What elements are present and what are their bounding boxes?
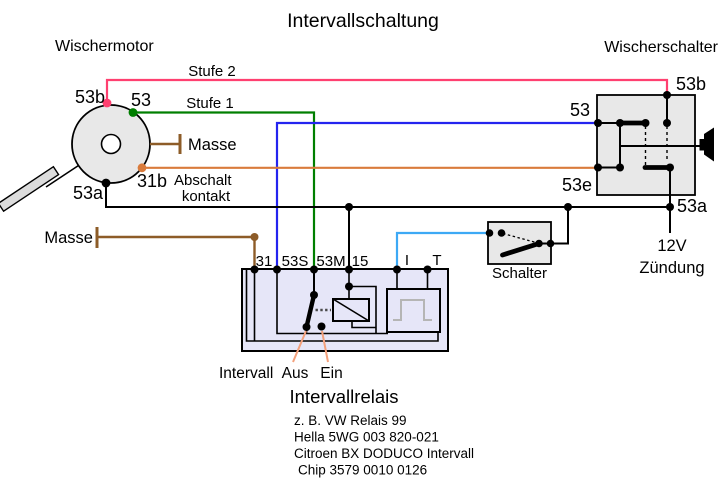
relay-note-1: z. B. VW Relais 99: [294, 413, 407, 428]
relay-lever-pivot-dot: [310, 291, 318, 299]
relay-terminal-53s-dot: [273, 265, 281, 274]
junction-dot: [666, 203, 674, 211]
relay-terminal-i-dot: [393, 265, 401, 274]
manual-switch-in-dot: [485, 229, 494, 237]
abschalt-label-line2: kontakt: [182, 188, 231, 205]
motor-terminal-53-label: 53: [131, 90, 151, 110]
abschalt-label-line1: Abschalt: [174, 172, 232, 189]
wiring: [95, 78, 674, 270]
junction-dot: [345, 203, 353, 211]
manual-switch-label: Schalter: [492, 265, 547, 282]
relay-terminal-i-label: I: [405, 252, 409, 269]
motor-terminal-53b-label: 53b: [75, 87, 105, 107]
wiper-motor: [0, 104, 182, 213]
relay-contact-ein-dot: [317, 322, 326, 331]
wire-53s-blue: [275, 121, 597, 270]
interval-relay-box: [241, 265, 449, 363]
motor-terminal-31b-label: 31b: [137, 171, 167, 191]
supply-label-line1: 12V: [657, 237, 686, 255]
motor-terminal-31b-dot: [137, 163, 147, 173]
relay-lever: [304, 292, 317, 330]
motor-hub: [100, 133, 122, 155]
wire-stufe2-pink: [105, 78, 669, 103]
wiper-switch-box: [594, 91, 714, 196]
motor-terminal-53b-dot: [102, 98, 112, 108]
relay-terminal-53s-label: 53S: [282, 253, 309, 270]
manual-switch-box: [485, 221, 555, 265]
page-title: Intervallschaltung: [287, 10, 439, 32]
switch-contact-dot: [663, 119, 671, 127]
manual-switch-out-dot: [546, 239, 555, 248]
wiper-blade: [0, 165, 60, 213]
wire-stufe1-green: [133, 111, 316, 270]
relay-terminal-15-dot: [345, 265, 353, 274]
relay-terminal-31-label: 31: [256, 253, 273, 270]
pointer-aus: [292, 330, 307, 363]
mode-aus-label: Aus: [282, 365, 309, 382]
relay-pulse-module: [386, 288, 441, 333]
relay-terminal-15-label: 15: [352, 253, 369, 270]
motor-terminal-53a-dot: [101, 178, 111, 188]
stufe1-label: Stufe 1: [186, 95, 234, 112]
motor-heading: Wischermotor: [55, 38, 154, 55]
switch-terminal-53e-label: 53e: [562, 175, 592, 195]
relay-53s-rail: [276, 270, 388, 335]
masse-junction-dot: [250, 233, 259, 241]
stufe2-label: Stufe 2: [188, 63, 236, 80]
switch-contact-dot: [616, 119, 624, 127]
relay-coil-diagonal: [332, 298, 370, 322]
switch-knob-icon: [704, 127, 714, 162]
relay-note-4: Chip 3579 0010 0126: [298, 463, 427, 478]
switch-terminal-53b-dot: [663, 91, 671, 99]
relay-coil-bottom-link: [351, 321, 376, 329]
relay-inner-rail-1: [245, 270, 439, 342]
labels: Intervallschaltung Wischermotor Wischers…: [44, 10, 718, 478]
switch-contact-dot: [616, 163, 624, 172]
switch-contact-dot: [641, 119, 650, 127]
motor-terminal-53a-label: 53a: [73, 183, 104, 203]
relay-terminal-t-dot: [423, 265, 432, 274]
manual-switch-contact-dot: [535, 239, 543, 248]
relay-terminal-31-dot: [250, 265, 259, 274]
wire-interval-switch-lightblue: [395, 231, 488, 270]
switch-knob-bar: [699, 139, 704, 151]
relay-terminal-53m-label: 53M: [316, 253, 345, 270]
pulse-waveform-icon: [393, 299, 432, 321]
masse-label: Masse: [44, 229, 93, 247]
switch-terminal-53-dot: [594, 119, 602, 127]
wire-to-schalter: [551, 207, 569, 245]
switch-terminal-53-label: 53: [570, 100, 590, 120]
junction-dot: [564, 203, 572, 211]
relay-15-branch: [349, 285, 377, 334]
mode-intervall-label: Intervall: [219, 365, 273, 382]
relay-junction-dot: [345, 282, 353, 291]
relay-terminal-53m-dot: [310, 265, 318, 274]
switch-terminal-53b-label: 53b: [676, 74, 706, 94]
wire-53a-black: [105, 183, 670, 208]
relay-terminal-t-label: T: [432, 252, 441, 269]
switch-terminal-53a-label: 53a: [677, 196, 708, 216]
supply-label-line2: Zündung: [639, 259, 704, 277]
manual-switch-contact-dot: [497, 229, 506, 237]
switch-contact-dot: [666, 163, 674, 172]
wiper-switch-heading: Wischerschalter: [604, 39, 718, 56]
motor-terminal-53-dot: [128, 108, 138, 117]
manual-switch-lever: [500, 241, 542, 258]
relay-note-2: Hella 5WG 003 820-021: [294, 430, 439, 445]
motor-masse-label: Masse: [188, 136, 237, 154]
mode-ein-label: Ein: [320, 365, 342, 382]
relay-caption: Intervallrelais: [290, 386, 399, 407]
manual-switch-open-position: [502, 232, 537, 244]
switch-terminal-53e-dot: [594, 163, 602, 172]
relay-contact-aus-dot: [302, 323, 311, 331]
pointer-ein: [321, 330, 329, 363]
relay-note-3: Citroen BX DODUCO Intervall: [294, 446, 474, 461]
